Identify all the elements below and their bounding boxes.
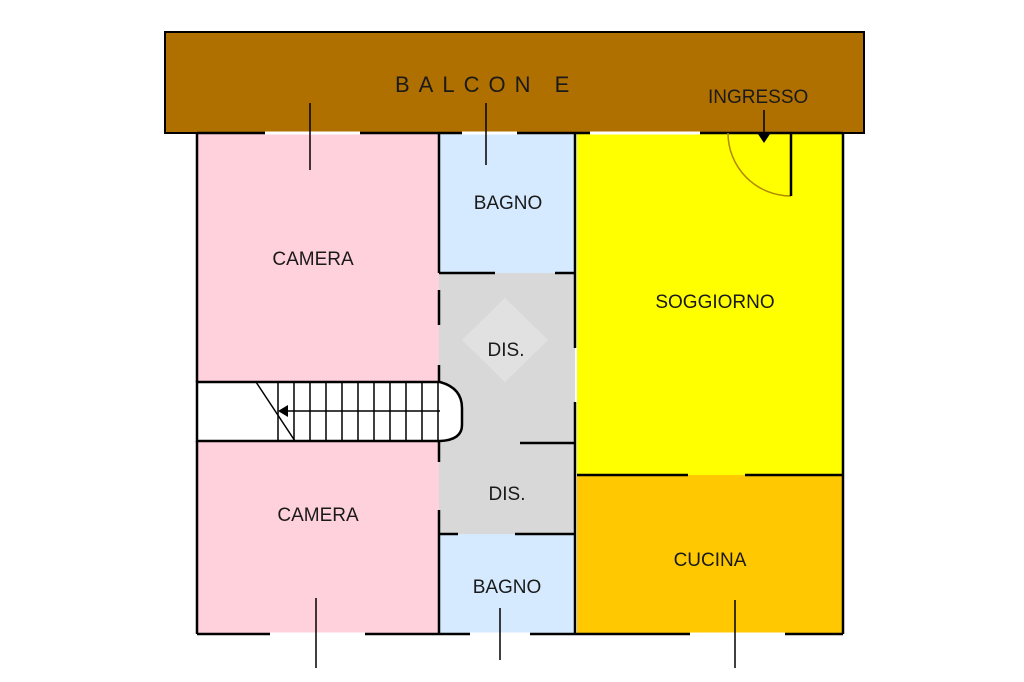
entrance-label: INGRESSO <box>708 87 808 108</box>
balcony-label: BALCON E <box>395 72 578 97</box>
room-soggiorno <box>577 133 843 475</box>
room-camera-bottom <box>197 441 439 634</box>
room-label-camera-bottom: CAMERA <box>277 505 359 526</box>
interior-walls <box>437 133 843 634</box>
room-label-dis-top: DIS. <box>488 340 525 361</box>
room-label-cucina: CUCINA <box>674 550 747 571</box>
leader-lines <box>309 103 765 668</box>
room-label-bagno-top: BAGNO <box>474 193 543 214</box>
entrance-door <box>727 132 793 197</box>
room-label-bagno-bottom: BAGNO <box>473 577 542 598</box>
entrance-arrow-icon <box>758 134 770 143</box>
watermark-logo-icon <box>462 298 548 382</box>
room-bagno-bottom <box>439 534 575 634</box>
balcony-area <box>164 31 865 134</box>
staircase <box>195 380 464 443</box>
room-label-dis-bottom: DIS. <box>489 484 526 505</box>
room-camera-top <box>197 133 439 382</box>
room-dis-bottom <box>439 443 575 534</box>
room-bagno-top <box>439 133 575 273</box>
room-cucina <box>577 475 843 634</box>
room-label-soggiorno: SOGGIORNO <box>655 292 774 313</box>
room-label-camera-top: CAMERA <box>272 249 354 270</box>
